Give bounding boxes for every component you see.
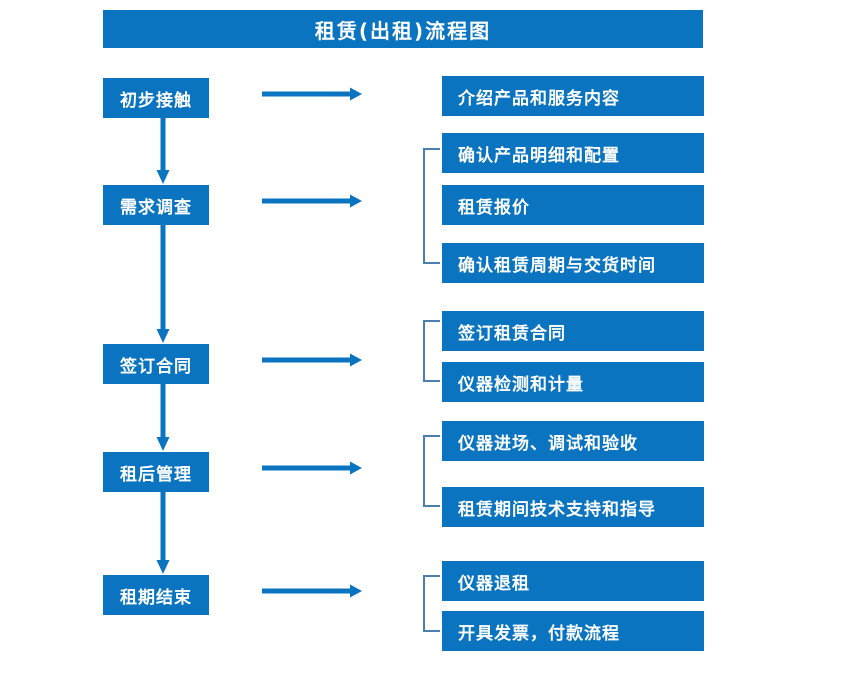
stage-box-4[interactable]: 租后管理 bbox=[103, 452, 209, 492]
detail-box-2[interactable]: 确认产品明细和配置 bbox=[442, 133, 704, 173]
page-title: 租赁(出租)流程图 bbox=[103, 10, 703, 48]
detail-box-1[interactable]: 介绍产品和服务内容 bbox=[442, 76, 704, 116]
group-bracket-2 bbox=[423, 320, 440, 382]
detail-box-4[interactable]: 确认租赁周期与交货时间 bbox=[442, 243, 704, 283]
group-bracket-4 bbox=[423, 575, 440, 632]
detail-box-7[interactable]: 仪器进场、调试和验收 bbox=[442, 421, 704, 461]
detail-box-5[interactable]: 签订租赁合同 bbox=[442, 311, 704, 351]
horizontal-arrow-icon-2 bbox=[262, 193, 362, 209]
horizontal-arrow-icon-5 bbox=[262, 583, 362, 599]
horizontal-arrow-icon-1 bbox=[262, 86, 362, 102]
detail-box-10[interactable]: 开具发票，付款流程 bbox=[442, 611, 704, 651]
stage-box-5[interactable]: 租期结束 bbox=[103, 575, 209, 615]
stage-box-3[interactable]: 签订合同 bbox=[103, 344, 209, 384]
vertical-arrow-icon-3 bbox=[155, 384, 171, 452]
detail-box-3[interactable]: 租赁报价 bbox=[442, 185, 704, 225]
group-bracket-3 bbox=[423, 435, 440, 507]
detail-box-8[interactable]: 租赁期间技术支持和指导 bbox=[442, 487, 704, 527]
horizontal-arrow-icon-3 bbox=[262, 352, 362, 368]
vertical-arrow-icon-4 bbox=[155, 492, 171, 575]
horizontal-arrow-icon-4 bbox=[262, 460, 362, 476]
stage-box-1[interactable]: 初步接触 bbox=[103, 78, 209, 118]
detail-box-6[interactable]: 仪器检测和计量 bbox=[442, 362, 704, 402]
stage-box-2[interactable]: 需求调查 bbox=[103, 185, 209, 225]
detail-box-9[interactable]: 仪器退租 bbox=[442, 561, 704, 601]
vertical-arrow-icon-1 bbox=[155, 118, 171, 185]
vertical-arrow-icon-2 bbox=[155, 225, 171, 344]
group-bracket-1 bbox=[423, 148, 440, 264]
